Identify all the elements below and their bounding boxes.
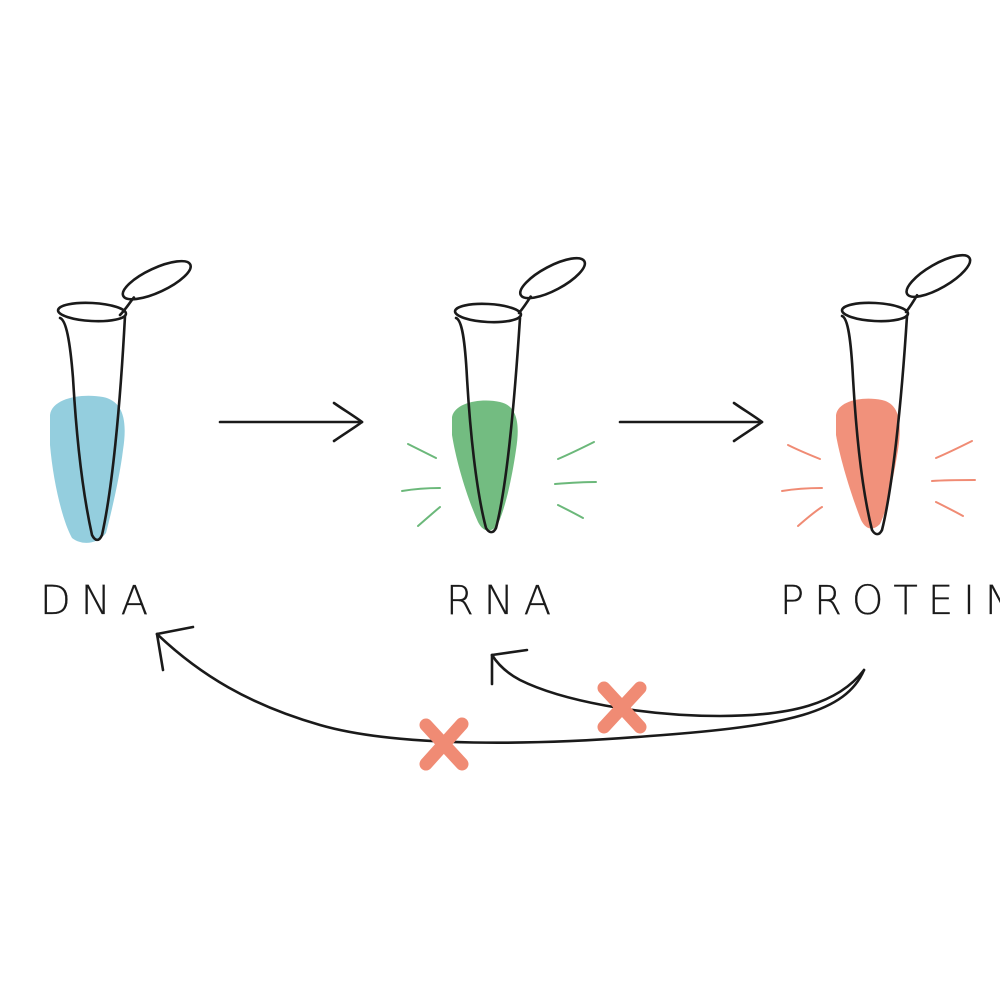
rna-label: RNA: [446, 578, 561, 624]
arrow-protein-to-dna: [155, 625, 866, 744]
protein-tube-cap: [904, 253, 972, 314]
dna-tube: [50, 259, 192, 543]
protein-tube: [781, 253, 976, 536]
dna-label: DNA: [40, 578, 158, 624]
arrow-dna-to-rna: [218, 401, 364, 443]
protein-fill: [836, 398, 900, 529]
protein-glow-lines: [781, 440, 976, 527]
dna-tube-cap: [118, 259, 192, 317]
rna-tube-body: [454, 316, 522, 534]
protein-tube-body: [840, 314, 909, 536]
protein-tube-rim: [840, 301, 910, 323]
blocked-cross-icon: [597, 681, 647, 734]
rna-tube-cap: [517, 256, 587, 315]
dna-fill: [50, 395, 125, 543]
dna-tube-rim: [56, 301, 128, 323]
rna-tube: [401, 256, 597, 534]
arrow-protein-to-rna: [490, 648, 866, 718]
rna-glow-lines: [401, 441, 597, 527]
arrow-rna-to-protein: [618, 401, 764, 443]
dna-tube-body: [58, 314, 127, 542]
protein-label: PROTEIN: [780, 578, 1000, 624]
rna-tube-rim: [453, 302, 523, 324]
blocked-cross-icon: [419, 717, 469, 771]
